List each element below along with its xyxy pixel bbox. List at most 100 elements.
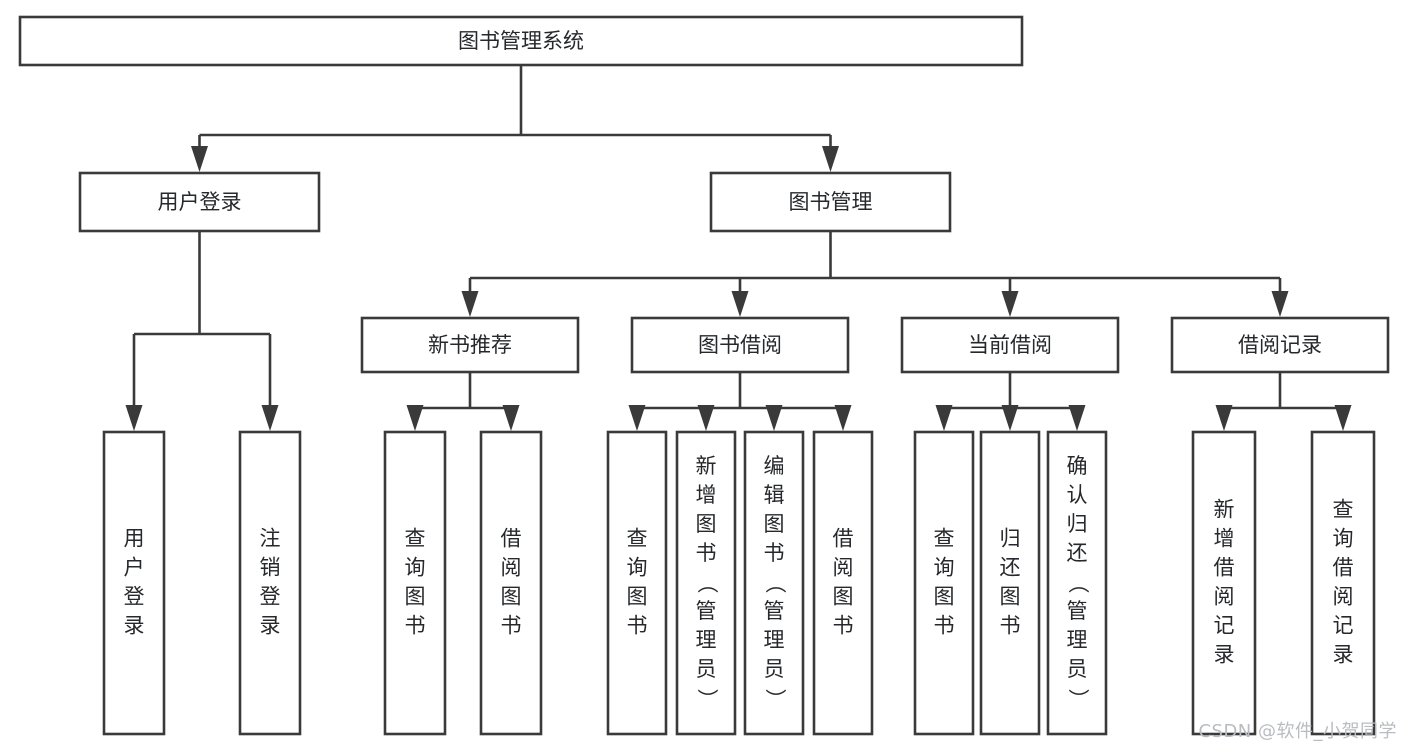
node-box[interactable] <box>18 15 1024 67</box>
node-box[interactable] <box>479 430 543 736</box>
node-label-char: （ <box>695 573 719 594</box>
node-label-char: 管 <box>764 599 785 623</box>
connector-layer <box>125 65 1352 431</box>
node-box[interactable] <box>1191 430 1257 736</box>
connector-arrowhead <box>1271 291 1289 317</box>
node-box[interactable] <box>743 430 805 736</box>
node-label-char: 书 <box>833 614 854 638</box>
connector-arrowhead <box>628 405 646 431</box>
connector-arrowhead <box>191 146 208 172</box>
node-label: 当前借阅 <box>968 333 1052 357</box>
node-label-char: 询 <box>627 556 648 580</box>
node-label-char: 销 <box>260 556 281 580</box>
node-label-char: 登 <box>260 585 281 609</box>
node-label-char: 图 <box>934 585 955 609</box>
node-label-char: 图 <box>764 512 785 536</box>
node-label-char: 员 <box>696 657 717 681</box>
node-label-char: 理 <box>696 628 717 652</box>
node-new-book-rec[interactable]: 新书推荐 <box>360 316 580 374</box>
node-label-char: 借 <box>1333 556 1354 580</box>
node-box[interactable] <box>812 430 874 736</box>
node-box[interactable] <box>675 430 737 736</box>
node-box[interactable] <box>979 430 1041 736</box>
node-label-char: ） <box>763 689 787 710</box>
node-box[interactable] <box>383 430 447 736</box>
node-label-char: 书 <box>1000 614 1021 638</box>
node-user-login[interactable]: 用户登录 <box>78 171 321 233</box>
node-label: 图书管理 <box>789 190 873 214</box>
node-label: 新书推荐 <box>428 333 512 357</box>
node-label-char: 记 <box>1333 614 1354 638</box>
node-label-char: 理 <box>764 628 785 652</box>
node-leaf-user-login[interactable]: 用户登录 <box>102 430 166 736</box>
node-root[interactable]: 图书管理系统 <box>18 15 1024 67</box>
connector-arrowhead <box>502 405 520 431</box>
node-box[interactable] <box>630 316 850 374</box>
node-box[interactable] <box>78 171 321 233</box>
node-box[interactable] <box>1170 316 1390 374</box>
node-book-manage[interactable]: 图书管理 <box>709 171 952 233</box>
node-box[interactable] <box>102 430 166 736</box>
node-box[interactable] <box>913 430 975 736</box>
node-box[interactable] <box>606 430 668 736</box>
node-box[interactable] <box>360 316 580 374</box>
node-label-char: 认 <box>1067 483 1088 507</box>
node-box[interactable] <box>1310 430 1376 736</box>
connector-group <box>628 372 852 431</box>
node-label-char: 录 <box>1214 643 1235 667</box>
node-book-borrow[interactable]: 图书借阅 <box>630 316 850 374</box>
node-label-char: 录 <box>1333 643 1354 667</box>
node-label-char: 借 <box>833 527 854 551</box>
node-label-char: 还 <box>1067 541 1088 565</box>
node-label: 用户登录 <box>158 190 242 214</box>
node-label-char: ） <box>1066 689 1090 710</box>
node-box[interactable] <box>1046 430 1108 736</box>
connector-group <box>1215 372 1352 431</box>
node-label-char: 图 <box>696 512 717 536</box>
node-box[interactable] <box>900 316 1120 374</box>
node-label-char: 图 <box>627 585 648 609</box>
node-label-char: 管 <box>696 599 717 623</box>
node-label: 图书借阅 <box>698 333 782 357</box>
node-label-char: 录 <box>260 614 281 638</box>
node-box[interactable] <box>709 171 952 233</box>
node-box[interactable] <box>238 430 302 736</box>
connector-arrowhead <box>261 405 279 431</box>
node-label-char: 新 <box>696 454 717 478</box>
connector-arrowhead <box>1001 291 1019 317</box>
connector-arrowhead <box>1215 405 1233 431</box>
node-label-char: 登 <box>124 585 145 609</box>
node-label-char: 阅 <box>501 556 522 580</box>
node-label-char: 理 <box>1067 628 1088 652</box>
connector-group <box>125 231 279 431</box>
node-current-borrow[interactable]: 当前借阅 <box>900 316 1120 374</box>
node-label-char: 查 <box>405 527 426 551</box>
node-borrow-record[interactable]: 借阅记录 <box>1170 316 1390 374</box>
node-label-char: 书 <box>627 614 648 638</box>
csdn-watermark: CSDN @软件_小贺同学 <box>1198 721 1397 742</box>
